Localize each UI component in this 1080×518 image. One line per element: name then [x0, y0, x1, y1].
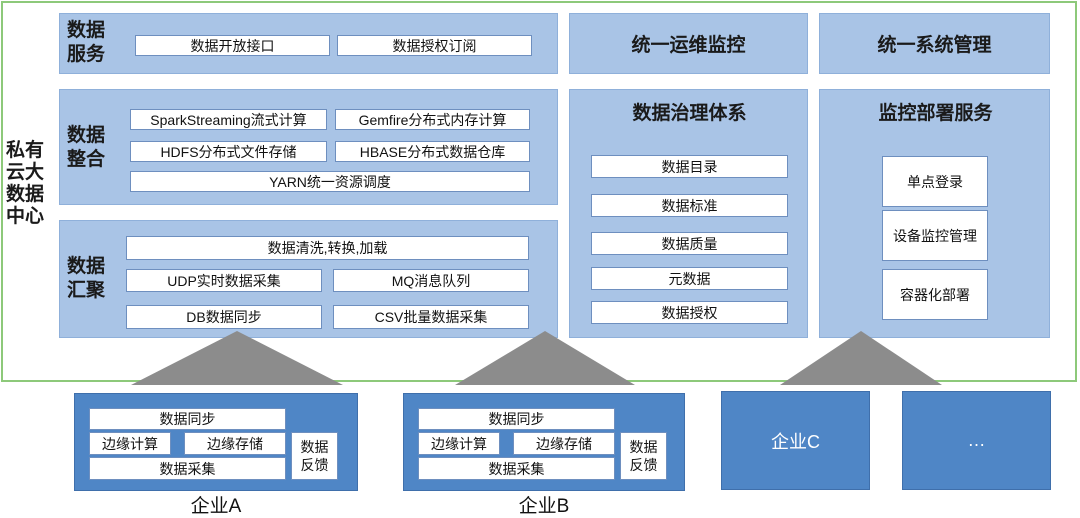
data-integration-title: 数据整合: [67, 125, 106, 170]
ops-monitor-title: 统一运维监控: [631, 35, 746, 56]
data-integration-panel: 数据整合 SparkStreaming流式计算 Gemfire分布式内存计算 H…: [59, 89, 558, 205]
data-service-panel: 数据服务 数据开放接口 数据授权订阅: [59, 13, 558, 74]
enterprise-more-box: …: [902, 391, 1051, 490]
data-authorization-box: 数据授权: [591, 301, 788, 324]
enterprise-a-sync-box: 数据同步: [89, 408, 286, 430]
ops-monitor-panel: 统一运维监控: [569, 13, 808, 74]
data-aggregation-panel: 数据汇聚 数据清洗,转换,加载 UDP实时数据采集 MQ消息队列 DB数据同步 …: [59, 220, 558, 338]
data-open-api-box: 数据开放接口: [135, 35, 330, 56]
container-deploy-box: 容器化部署: [882, 269, 988, 320]
system-mgmt-panel: 统一系统管理: [819, 13, 1050, 74]
governance-title: 数据治理体系: [632, 103, 747, 124]
enterprise-a-box: 数据同步 边缘计算 边缘存储 数据采集 数据反馈: [74, 393, 358, 491]
enterprise-b-label: 企业B: [518, 496, 570, 517]
enterprise-b-box: 数据同步 边缘计算 边缘存储 数据采集 数据反馈: [403, 393, 685, 491]
sso-box: 单点登录: [882, 156, 988, 207]
deploy-service-panel: 监控部署服务 单点登录 设备监控管理 容器化部署: [819, 89, 1050, 338]
triangle-a: [131, 331, 343, 385]
etl-box: 数据清洗,转换,加载: [126, 236, 529, 260]
enterprise-more-label: …: [967, 430, 986, 450]
gemfire-box: Gemfire分布式内存计算: [335, 109, 530, 130]
enterprise-a-label: 企业A: [190, 496, 242, 517]
hbase-box: HBASE分布式数据仓库: [335, 141, 530, 162]
private-center-title: 私有云大数据中心: [6, 140, 45, 227]
enterprise-b-edge-compute-box: 边缘计算: [418, 432, 500, 455]
hdfs-box: HDFS分布式文件存储: [130, 141, 327, 162]
enterprise-b-collect-box: 数据采集: [418, 457, 615, 480]
yarn-box: YARN统一资源调度: [130, 171, 530, 192]
deploy-service-title: 监控部署服务: [878, 103, 993, 124]
triangle-b: [455, 331, 635, 385]
triangle-c: [780, 331, 942, 385]
enterprise-a-edge-storage-box: 边缘存储: [184, 432, 286, 455]
data-service-title: 数据服务: [67, 20, 106, 65]
enterprise-a-feedback-box: 数据反馈: [291, 432, 338, 480]
enterprise-a-edge-compute-box: 边缘计算: [89, 432, 171, 455]
enterprise-c-label: 企业C: [771, 431, 820, 452]
data-quality-box: 数据质量: [591, 232, 788, 255]
csv-collect-box: CSV批量数据采集: [333, 305, 529, 329]
metadata-box: 元数据: [591, 267, 788, 290]
udp-collect-box: UDP实时数据采集: [126, 269, 322, 292]
system-mgmt-title: 统一系统管理: [877, 35, 992, 56]
data-catalog-box: 数据目录: [591, 155, 788, 178]
enterprise-b-edge-storage-box: 边缘存储: [513, 432, 615, 455]
device-monitor-box: 设备监控管理: [882, 210, 988, 261]
enterprise-b-feedback-box: 数据反馈: [620, 432, 667, 480]
governance-panel: 数据治理体系 数据目录 数据标准 数据质量 元数据 数据授权: [569, 89, 808, 338]
spark-streaming-box: SparkStreaming流式计算: [130, 109, 327, 130]
db-sync-box: DB数据同步: [126, 305, 322, 329]
mq-queue-box: MQ消息队列: [333, 269, 529, 292]
data-auth-subscribe-box: 数据授权订阅: [337, 35, 532, 56]
enterprise-c-box: 企业C: [721, 391, 870, 490]
data-standard-box: 数据标准: [591, 194, 788, 217]
enterprise-a-collect-box: 数据采集: [89, 457, 286, 480]
enterprise-b-sync-box: 数据同步: [418, 408, 615, 430]
data-aggregation-title: 数据汇聚: [67, 256, 106, 301]
